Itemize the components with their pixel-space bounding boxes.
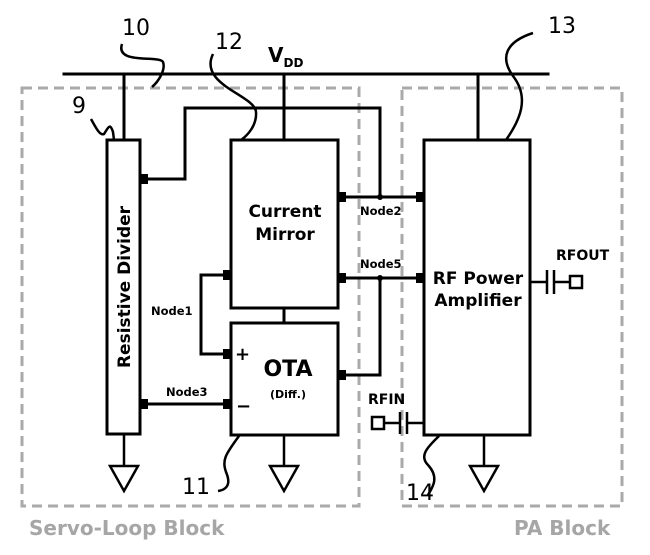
node5-label: Node5 — [360, 257, 402, 271]
rf-pa-label-line1: RF Power — [433, 269, 524, 289]
leader-14 — [422, 435, 440, 496]
mirror-node1-pin — [223, 270, 231, 280]
ref-numeral-11: 11 — [182, 475, 210, 500]
ota-ground-icon — [267, 464, 301, 494]
resistive-divider-block — [105, 138, 142, 436]
rf-pa-label-line2: Amplifier — [434, 291, 522, 311]
divider-tap-wire — [138, 106, 382, 199]
ref-numeral-10: 10 — [122, 16, 150, 41]
rfin-label: RFIN — [368, 392, 405, 408]
leader-12 — [209, 53, 258, 142]
leader-9 — [89, 118, 116, 141]
ref-numeral-12: 12 — [215, 30, 243, 55]
ota-minus-input-sign: − — [236, 396, 251, 417]
node1-wire — [199, 273, 233, 356]
mirror-node2-pin — [338, 192, 346, 202]
pa-ground-icon — [467, 464, 501, 494]
rfin-terminal — [370, 415, 386, 431]
rfout-label: RFOUT — [556, 248, 610, 264]
ota-output-pin — [338, 370, 346, 380]
servo-loop-block-boundary — [20, 86, 361, 508]
current-mirror-block — [229, 138, 340, 310]
pa-node5-pin — [416, 273, 424, 283]
pa-node2-pin — [416, 192, 424, 202]
mirror-node5-pin — [338, 273, 346, 283]
rf-power-amplifier-block — [422, 138, 532, 437]
node2-label: Node2 — [360, 204, 402, 218]
divider-ground-icon — [107, 464, 141, 494]
ref-numeral-9: 9 — [72, 94, 86, 119]
ref-numeral-13: 13 — [548, 14, 576, 39]
rfout-terminal — [568, 274, 584, 290]
divider-node3-pin — [140, 399, 148, 409]
current-mirror-label-line1: Current — [248, 202, 321, 222]
leader-10 — [120, 43, 165, 88]
node1-label: Node1 — [151, 304, 193, 318]
node2-junction — [377, 194, 383, 200]
ota-output-wire — [336, 276, 382, 377]
leader-13 — [504, 31, 534, 141]
node3-label: Node3 — [166, 385, 208, 399]
resistive-divider-label: Resistive Divider — [115, 205, 135, 368]
ota-sublabel: (Diff.) — [270, 388, 306, 401]
leader-11 — [217, 435, 241, 493]
vdd-label: VDD — [268, 43, 303, 70]
pa-block-label: PA Block — [514, 516, 611, 540]
ota-label: OTA — [263, 357, 312, 382]
ota-minus-pin — [223, 399, 231, 409]
servo-loop-block-label: Servo-Loop Block — [29, 516, 225, 540]
divider-tap-pin — [140, 174, 148, 184]
ota-plus-input-sign: + — [235, 344, 250, 365]
ota-plus-pin — [223, 349, 231, 359]
current-mirror-label-line2: Mirror — [255, 225, 315, 245]
